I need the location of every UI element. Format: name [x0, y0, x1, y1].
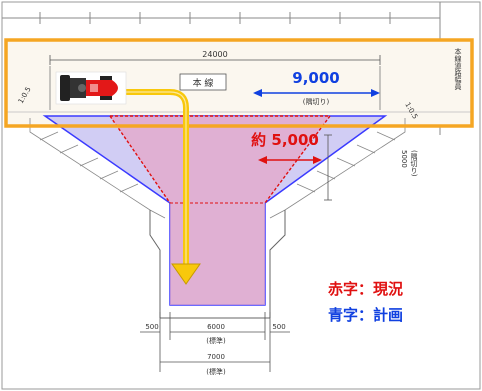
bottom-inner-width: 6000 [207, 323, 225, 331]
blue-width-note: (隅切り) [303, 97, 330, 106]
bottom-inner-note: (標準) [206, 336, 226, 345]
bottom-outer-note: (標準) [206, 367, 226, 376]
blue-width-value: 9,000 [292, 69, 339, 87]
top-dimension: 24000 [49, 50, 381, 65]
top-total-width-label: 24000 [202, 50, 227, 59]
legend-existing: 赤字：現況 [328, 280, 403, 298]
legend-planned: 青字：計画 [328, 306, 403, 324]
bottom-outer-width: 7000 [207, 353, 225, 361]
existing-area [110, 116, 330, 305]
bottom-right-offset: 500 [272, 323, 285, 331]
existing-area-outline-right [264, 115, 331, 204]
side-dim-value: 5000 [400, 150, 408, 168]
turn-arrow-icon [118, 89, 201, 285]
side-dimension: 5000 (隅切り) [324, 134, 418, 201]
red-dimension: 約 5,000 [251, 131, 322, 164]
blue-dimension: 9,000 (隅切り) [253, 69, 380, 106]
access-road-edges [149, 210, 286, 319]
main-line-label: 本 線 [193, 77, 214, 89]
bottom-left-offset: 500 [145, 323, 158, 331]
road-edges [6, 66, 472, 113]
red-width-value: 約 5,000 [251, 131, 319, 149]
tractor-icon [55, 71, 127, 105]
bottom-dimensions [140, 312, 290, 372]
main-line-box [179, 73, 227, 91]
side-dim-note: (隅切り) [410, 150, 418, 177]
right-vertical-text: 本線道路幅員 [454, 47, 462, 91]
main-road-highlight-frame [4, 38, 474, 128]
existing-area-outline [109, 115, 171, 204]
